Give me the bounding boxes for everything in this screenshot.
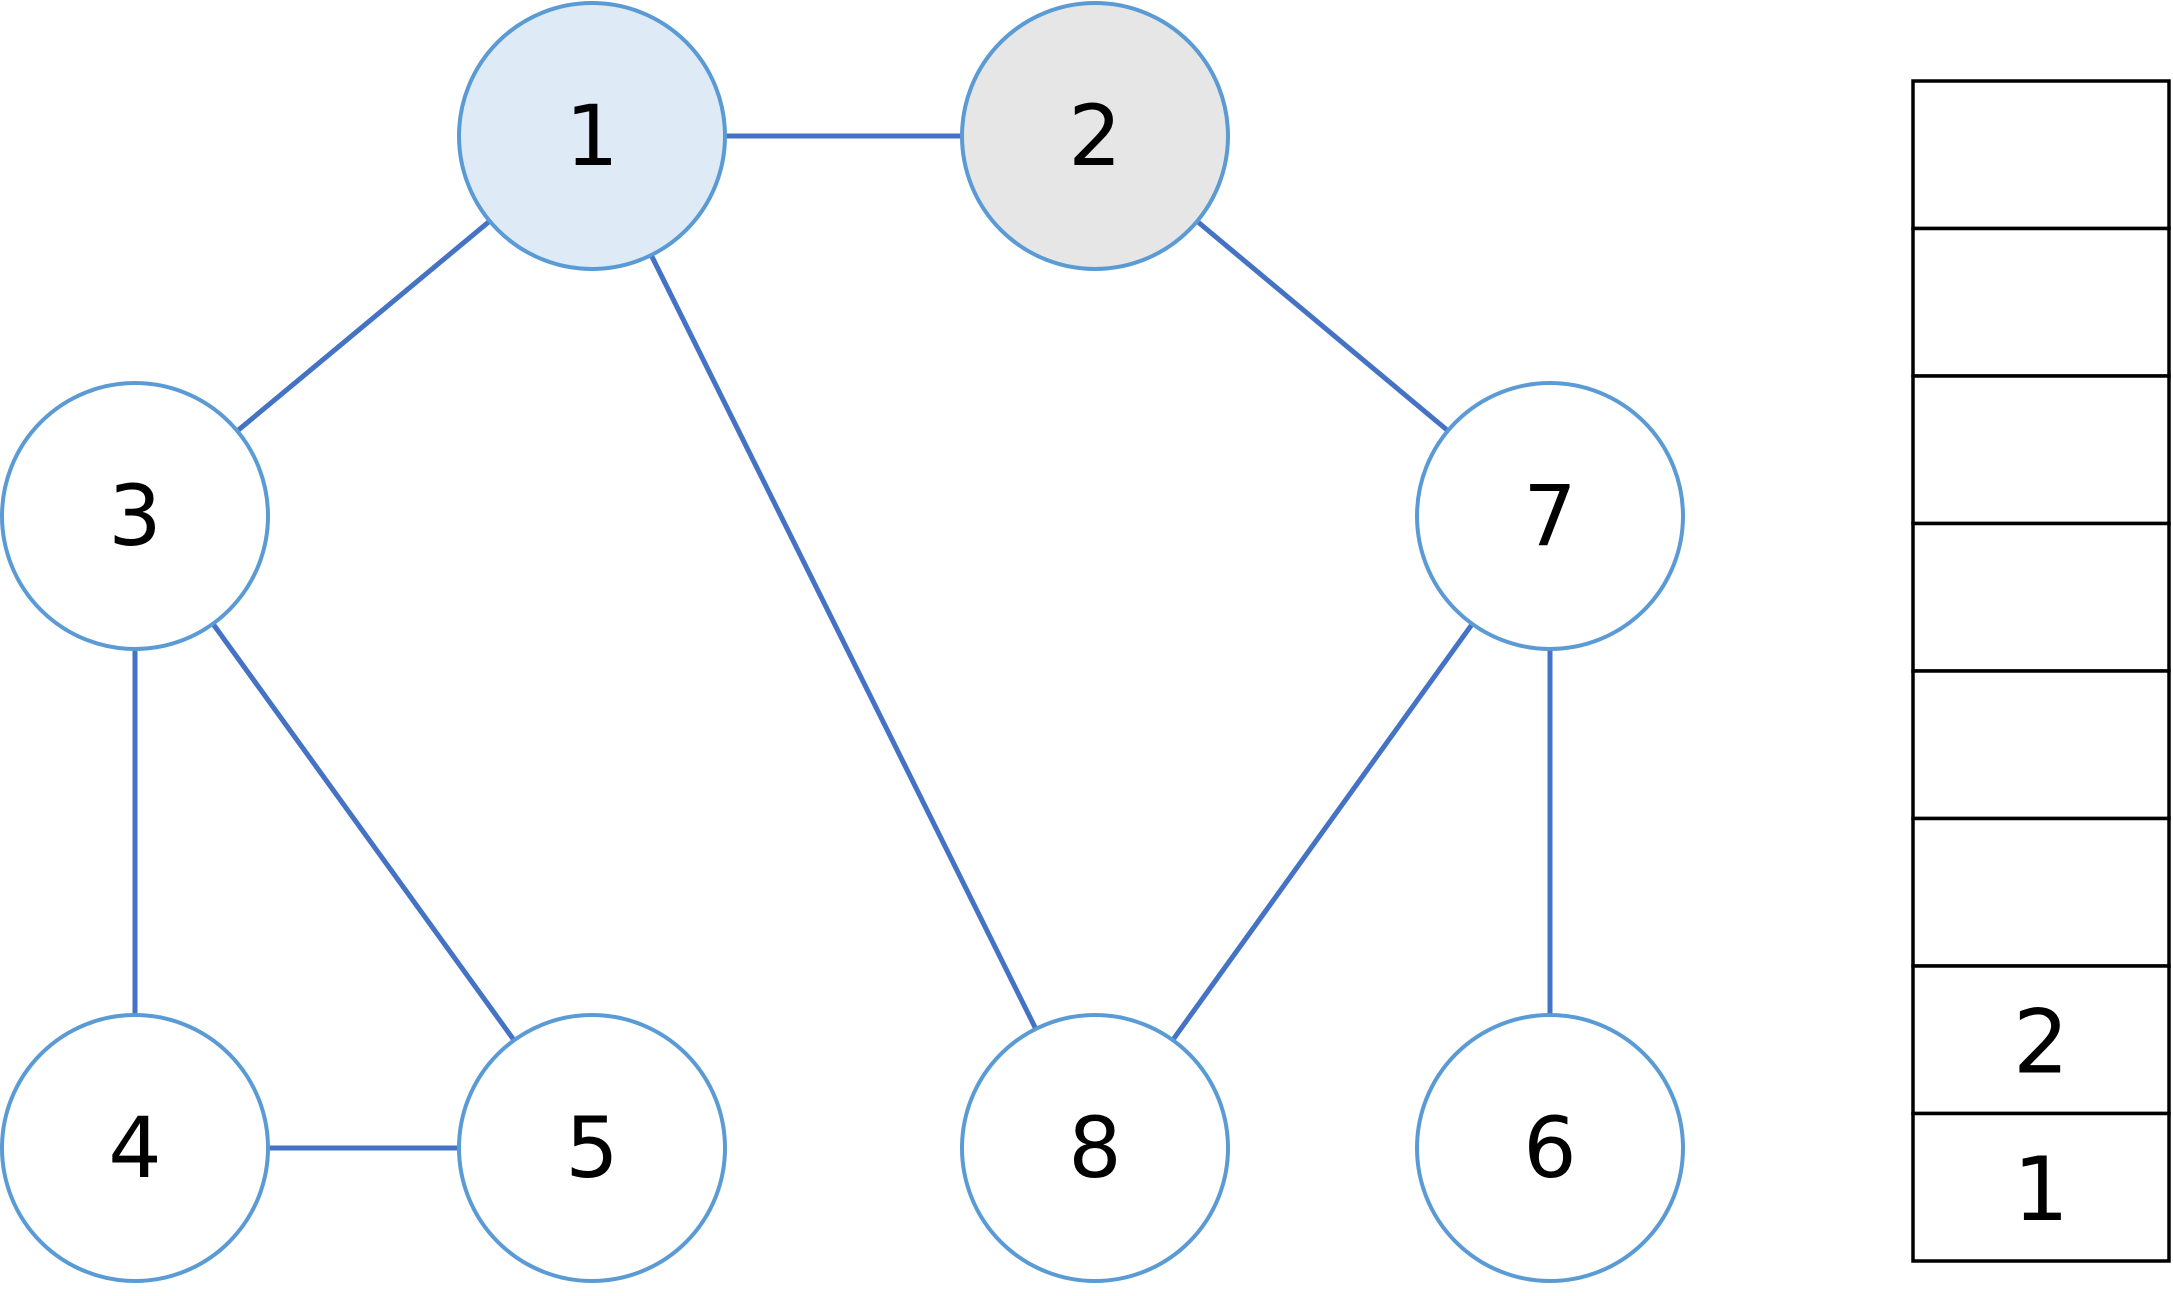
graph-edges	[132, 133, 1553, 1151]
stack-cell-box	[1911, 1111, 2171, 1263]
graph-node-2: 2	[960, 1, 1230, 271]
node-circle	[960, 1013, 1230, 1283]
stack-cell-box	[1911, 816, 2171, 968]
node-circle	[960, 1, 1230, 271]
node-label: 5	[565, 1099, 618, 1197]
stack-cell: 2	[1911, 964, 2171, 1116]
node-label: 2	[1068, 87, 1121, 185]
stack-cell	[1911, 374, 2171, 526]
edge-2-7	[1195, 219, 1450, 433]
edge-3-5	[210, 622, 517, 1042]
graph-node-8: 8	[960, 1013, 1230, 1283]
node-label: 3	[108, 467, 161, 565]
graph-node-7: 7	[1415, 381, 1685, 651]
stack-cell-value: 2	[2013, 990, 2069, 1093]
stack-cell-box	[1911, 79, 2171, 231]
node-circle	[1415, 381, 1685, 651]
stack-cell	[1911, 521, 2171, 673]
edge-7-8	[1170, 622, 1475, 1042]
node-label: 4	[108, 1099, 161, 1197]
stack-cell-box	[1911, 521, 2171, 673]
stack-cell	[1911, 669, 2171, 821]
edge-1-8	[648, 253, 1039, 1031]
stack-cell	[1911, 79, 2171, 231]
node-circle	[1415, 1013, 1685, 1283]
graph-nodes: 1 2 3 4 5 6 7 8	[0, 1, 1685, 1283]
graph-node-4: 4	[0, 1013, 270, 1283]
node-label: 8	[1068, 1099, 1121, 1197]
node-circle	[457, 1, 727, 271]
graph-node-1: 1	[457, 1, 727, 271]
stack-cell	[1911, 816, 2171, 968]
node-circle	[0, 381, 270, 651]
edge-1-3	[235, 219, 492, 433]
node-circle	[0, 1013, 270, 1283]
stack-cell-box	[1911, 226, 2171, 378]
node-circle	[457, 1013, 727, 1283]
graph-node-3: 3	[0, 381, 270, 651]
node-label: 6	[1523, 1099, 1576, 1197]
stack: 21	[1911, 79, 2171, 1263]
stack-cell-box	[1911, 374, 2171, 526]
stack-cell-box	[1911, 669, 2171, 821]
node-label: 7	[1523, 467, 1576, 565]
graph-node-5: 5	[457, 1013, 727, 1283]
node-label: 1	[565, 87, 618, 185]
stack-cell	[1911, 226, 2171, 378]
graph-node-6: 6	[1415, 1013, 1685, 1283]
stack-cell: 1	[1911, 1111, 2171, 1263]
stack-cell-value: 1	[2013, 1138, 2069, 1241]
